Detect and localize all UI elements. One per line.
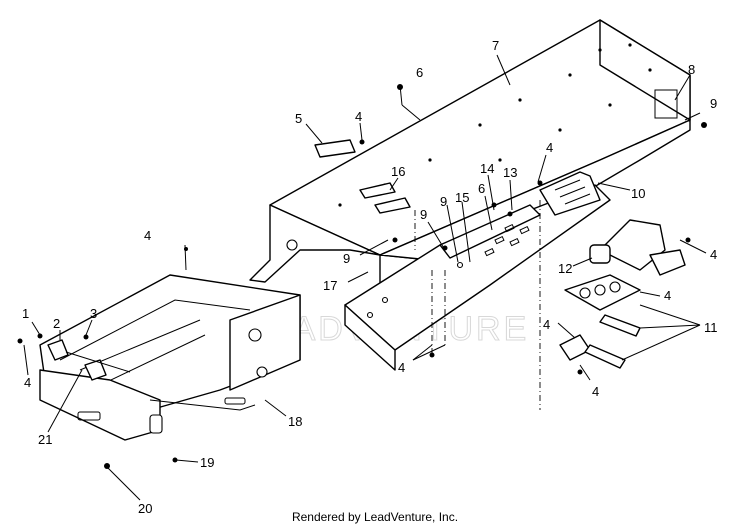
- callout-9-right: 9: [710, 96, 717, 111]
- callout-20: 20: [138, 501, 152, 516]
- callout-8: 8: [688, 62, 695, 77]
- callout-17: 17: [323, 278, 337, 293]
- plate-part-16: [359, 182, 411, 214]
- callout-4-center: 4: [546, 140, 553, 155]
- callout-15: 15: [455, 190, 469, 205]
- callout-5: 5: [295, 111, 302, 126]
- callout-2: 2: [53, 316, 60, 331]
- callout-11: 11: [704, 320, 718, 335]
- callout-3: 3: [90, 306, 97, 321]
- callout-4-lower-center: 4: [543, 317, 550, 332]
- callout-13: 13: [503, 165, 517, 180]
- callout-12: 12: [558, 261, 572, 276]
- callout-4-right: 4: [710, 247, 717, 262]
- bracket-part-10: [539, 171, 601, 216]
- footer-credit: Rendered by LeadVenture, Inc.: [291, 510, 459, 524]
- rail-slots: [484, 223, 530, 257]
- callout-9-center-left: 9: [420, 207, 427, 222]
- callout-10: 10: [631, 186, 645, 201]
- callout-19: 19: [200, 455, 214, 470]
- callout-6-top: 6: [416, 65, 423, 80]
- callout-21: 21: [38, 432, 52, 447]
- callout-4-bottom-center: 4: [398, 360, 405, 375]
- hardware-fasteners: [17, 84, 707, 469]
- callout-4-right-mid: 4: [664, 288, 671, 303]
- callout-1: 1: [22, 306, 29, 321]
- callout-9-left: 9: [343, 251, 350, 266]
- callout-6-center: 6: [478, 181, 485, 196]
- callout-4-bottom-right: 4: [592, 384, 599, 399]
- footrest-pan-part-18: [39, 274, 301, 441]
- callout-7: 7: [492, 38, 499, 53]
- callout-9-center: 9: [440, 194, 447, 209]
- side-rail-assembly: [344, 184, 611, 371]
- callout-16: 16: [391, 164, 405, 179]
- leader-lines: [23, 54, 707, 501]
- engine-mount-plate: [559, 274, 641, 369]
- callout-4-top-left: 4: [144, 228, 151, 243]
- callout-18: 18: [288, 414, 302, 429]
- callout-4-top: 4: [355, 109, 362, 124]
- plate-part-5: [314, 139, 356, 158]
- callout-labels: 1 2 3 4 4 4 4 4 4 4 4 4 5 6 6 7 8 9 9 9 …: [22, 38, 718, 516]
- pivot-bracket-part-2: [47, 339, 131, 381]
- engine-housing-part-12: [589, 219, 686, 276]
- callout-4-left: 4: [24, 375, 31, 390]
- callout-14: 14: [480, 161, 494, 176]
